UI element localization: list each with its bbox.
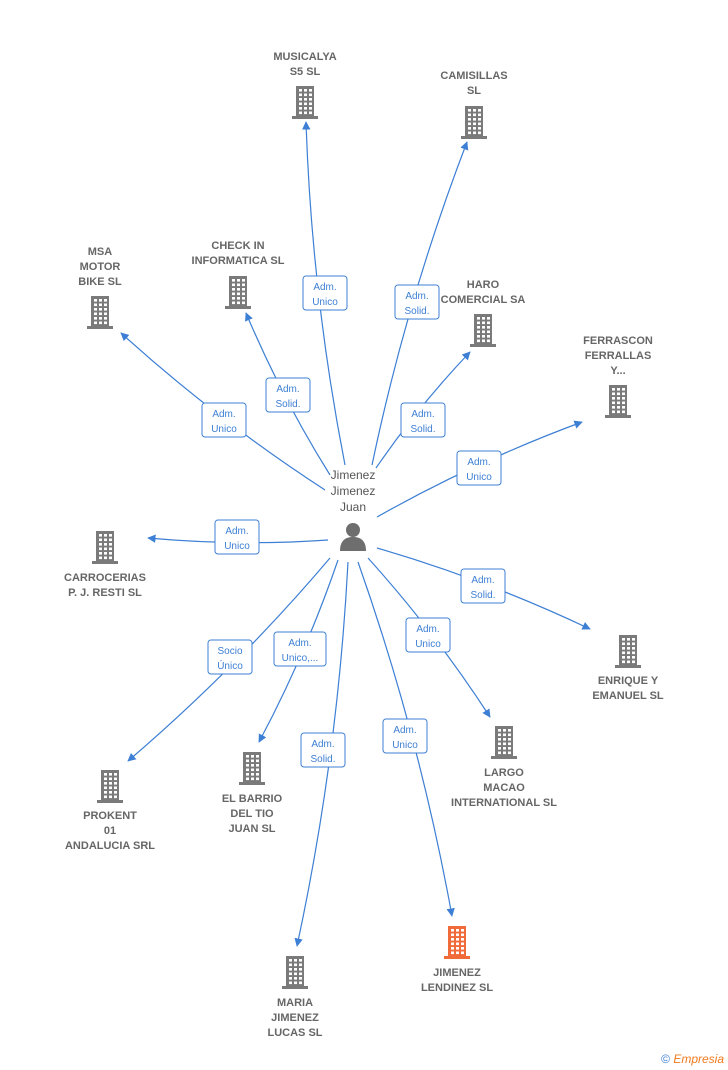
company-node-msa[interactable]: MSA MOTOR BIKE SL — [25, 245, 175, 329]
building-icon — [90, 530, 120, 564]
building-icon — [237, 751, 267, 785]
person-icon — [340, 523, 366, 551]
center-person-name: Jimenez Jimenez Juan — [330, 468, 376, 514]
role-badge-carrocerias[interactable]: Adm. Unico — [214, 519, 260, 555]
role-badge-largo[interactable]: Adm. Unico — [405, 617, 451, 653]
role-badge-text: Adm. — [471, 575, 494, 586]
role-badge-text: Socio — [217, 646, 242, 657]
building-icon — [613, 634, 643, 668]
company-label: MUSICALYA S5 SL — [273, 51, 337, 78]
company-node-largo[interactable]: LARGO MACAO INTERNATIONAL SL — [429, 725, 579, 809]
company-node-carrocerias[interactable]: CARROCERIAS P. J. RESTI SL — [30, 530, 180, 610]
building-icon — [468, 313, 498, 347]
building-icon — [290, 85, 320, 119]
company-label: HARO COMERCIAL SA — [440, 279, 526, 306]
role-badge-text: Unico — [415, 639, 441, 650]
copyright-symbol: © — [661, 1052, 670, 1066]
role-badge-haro[interactable]: Adm. Solid. — [400, 402, 446, 438]
role-badge-jimenez[interactable]: Adm. Unico — [382, 718, 428, 754]
building-icon — [223, 275, 253, 309]
role-badge-text: Adm. — [405, 291, 428, 302]
role-badge-text: Unico — [466, 472, 492, 483]
brand-name: Empresia — [673, 1052, 724, 1066]
role-badge-text: Unico — [224, 541, 250, 552]
role-badge-enrique[interactable]: Adm. Solid. — [460, 568, 506, 604]
role-badge-text: Adm. — [311, 739, 334, 750]
role-badge-barrio[interactable]: Adm. Unico,... — [273, 631, 327, 667]
role-badge-text: Adm. — [313, 282, 336, 293]
role-badge-text: Único — [217, 659, 243, 672]
company-label: MSA MOTOR BIKE SL — [78, 246, 122, 288]
role-badge-text: Adm. — [416, 624, 439, 635]
role-badge-text: Adm. — [276, 384, 299, 395]
role-badge-text: Adm. — [212, 409, 235, 420]
role-badge-camisillas[interactable]: Adm. Solid. — [394, 284, 440, 320]
role-badge-text: Unico — [211, 424, 237, 435]
company-node-musicalya[interactable]: MUSICALYA S5 SL — [230, 50, 380, 130]
company-label: JIMENEZ LENDINEZ SL — [420, 967, 494, 994]
role-badge-ferrascon[interactable]: Adm. Unico — [456, 450, 502, 486]
company-label: CHECK IN INFORMATICA SL — [191, 240, 285, 267]
building-icon — [85, 295, 115, 329]
company-node-enrique[interactable]: ENRIQUE Y EMANUEL SL — [553, 634, 703, 714]
role-badge-text: Adm. — [288, 638, 311, 649]
building-icon — [489, 725, 519, 759]
role-badge-text: Unico,... — [282, 653, 319, 664]
role-badge-text: Adm. — [225, 526, 248, 537]
company-node-camisillas[interactable]: CAMISILLAS SL — [399, 69, 549, 149]
role-badge-text: Unico — [312, 297, 338, 308]
company-label: CAMISILLAS SL — [440, 70, 508, 97]
role-badge-text: Adm. — [393, 725, 416, 736]
company-node-haro[interactable]: HARO COMERCIAL SA — [408, 278, 558, 358]
footer-brand[interactable]: © Empresia — [661, 1052, 724, 1066]
company-label: CARROCERIAS P. J. RESTI SL — [64, 572, 146, 599]
role-badge-text: Unico — [392, 740, 418, 751]
role-badge-text: Adm. — [411, 409, 434, 420]
role-badge-text: Solid. — [275, 399, 300, 410]
company-label: EL BARRIO DEL TIO JUAN SL — [221, 793, 283, 835]
role-badge-text: Solid. — [410, 424, 435, 435]
company-label: PROKENT 01 ANDALUCIA SRL — [64, 810, 156, 852]
building-icon — [603, 384, 633, 418]
building-icon — [459, 105, 489, 139]
company-node-jimenez[interactable]: JIMENEZ LENDINEZ SL — [382, 925, 532, 1005]
company-node-barrio[interactable]: EL BARRIO DEL TIO JUAN SL — [177, 751, 327, 835]
role-badge-msa[interactable]: Adm. Unico — [201, 402, 247, 438]
role-badge-text: Adm. — [467, 457, 490, 468]
building-icon — [280, 955, 310, 989]
company-node-prokent[interactable]: PROKENT 01 ANDALUCIA SRL — [35, 769, 185, 852]
company-node-ferrascon[interactable]: FERRASCON FERRALLAS Y... — [543, 334, 693, 418]
building-icon — [95, 769, 125, 803]
company-node-checkin[interactable]: CHECK IN INFORMATICA SL — [163, 239, 313, 319]
role-badge-text: Solid. — [470, 590, 495, 601]
role-badge-text: Solid. — [310, 754, 335, 765]
building-icon — [442, 925, 472, 959]
center-person[interactable]: Jimenez Jimenez Juan — [318, 467, 388, 551]
role-badge-maria[interactable]: Adm. Solid. — [300, 732, 346, 768]
company-label: FERRASCON FERRALLAS Y... — [583, 335, 653, 377]
company-label: LARGO MACAO INTERNATIONAL SL — [451, 767, 557, 809]
role-badge-text: Solid. — [404, 306, 429, 317]
company-node-maria[interactable]: MARIA JIMENEZ LUCAS SL — [220, 955, 370, 1039]
company-label: ENRIQUE Y EMANUEL SL — [592, 675, 664, 702]
role-badge-musicalya[interactable]: Adm. Unico — [302, 275, 348, 311]
role-badge-checkin[interactable]: Adm. Solid. — [265, 377, 311, 413]
company-label: MARIA JIMENEZ LUCAS SL — [267, 997, 323, 1039]
